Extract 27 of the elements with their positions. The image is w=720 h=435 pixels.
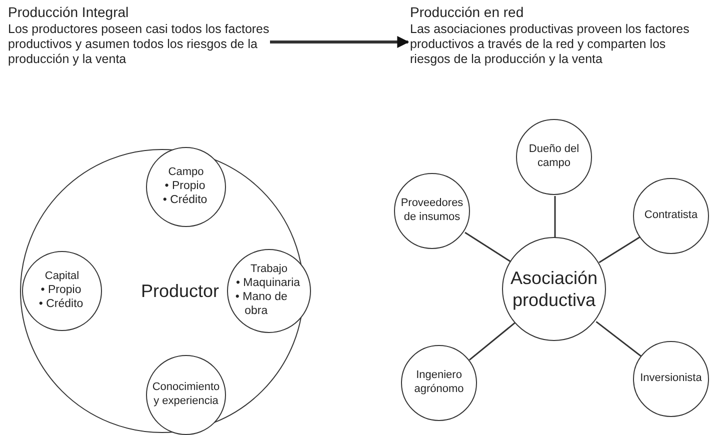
node-label: Trabajo (250, 263, 288, 278)
arrow (270, 36, 410, 48)
list-item: • Crédito (162, 194, 208, 208)
node-label: Productor (140, 280, 220, 302)
list-item: • Crédito (38, 298, 84, 312)
description: Las asociaciones productivas proveen los factores productivos a través de la red y comparten los riesgos de la producción y la venta (410, 22, 690, 67)
node-label: Conocimiento y experiencia (151, 381, 221, 409)
connector-line (468, 322, 516, 361)
node-label: Inversionista (640, 372, 702, 386)
list-item: • Maquinaria (236, 277, 302, 291)
heading: Producción Integral (8, 4, 130, 21)
description: Los productores poseen casi todos los factores productivos y asumen todos los riesgos de la producción y la venta (8, 22, 270, 67)
node-label: Contratista (644, 209, 698, 223)
heading: Producción en red (410, 4, 525, 21)
connector-line (598, 236, 640, 264)
connector-line (464, 232, 512, 263)
list-item: • Mano de obra (235, 290, 288, 319)
node-label: Asociación productiva (509, 266, 599, 312)
connector-line (554, 196, 556, 238)
node-label: Ingeniero agrónomo (413, 369, 465, 397)
node-label: Dueño del campo (528, 143, 580, 171)
node-label: Proveedores de insumos (400, 197, 464, 225)
node-label: Capital (44, 270, 80, 284)
list-item: • Propio (164, 180, 206, 194)
connector-line (596, 321, 642, 358)
list-item: • Propio (40, 284, 82, 298)
node-label: Campo (168, 166, 204, 180)
